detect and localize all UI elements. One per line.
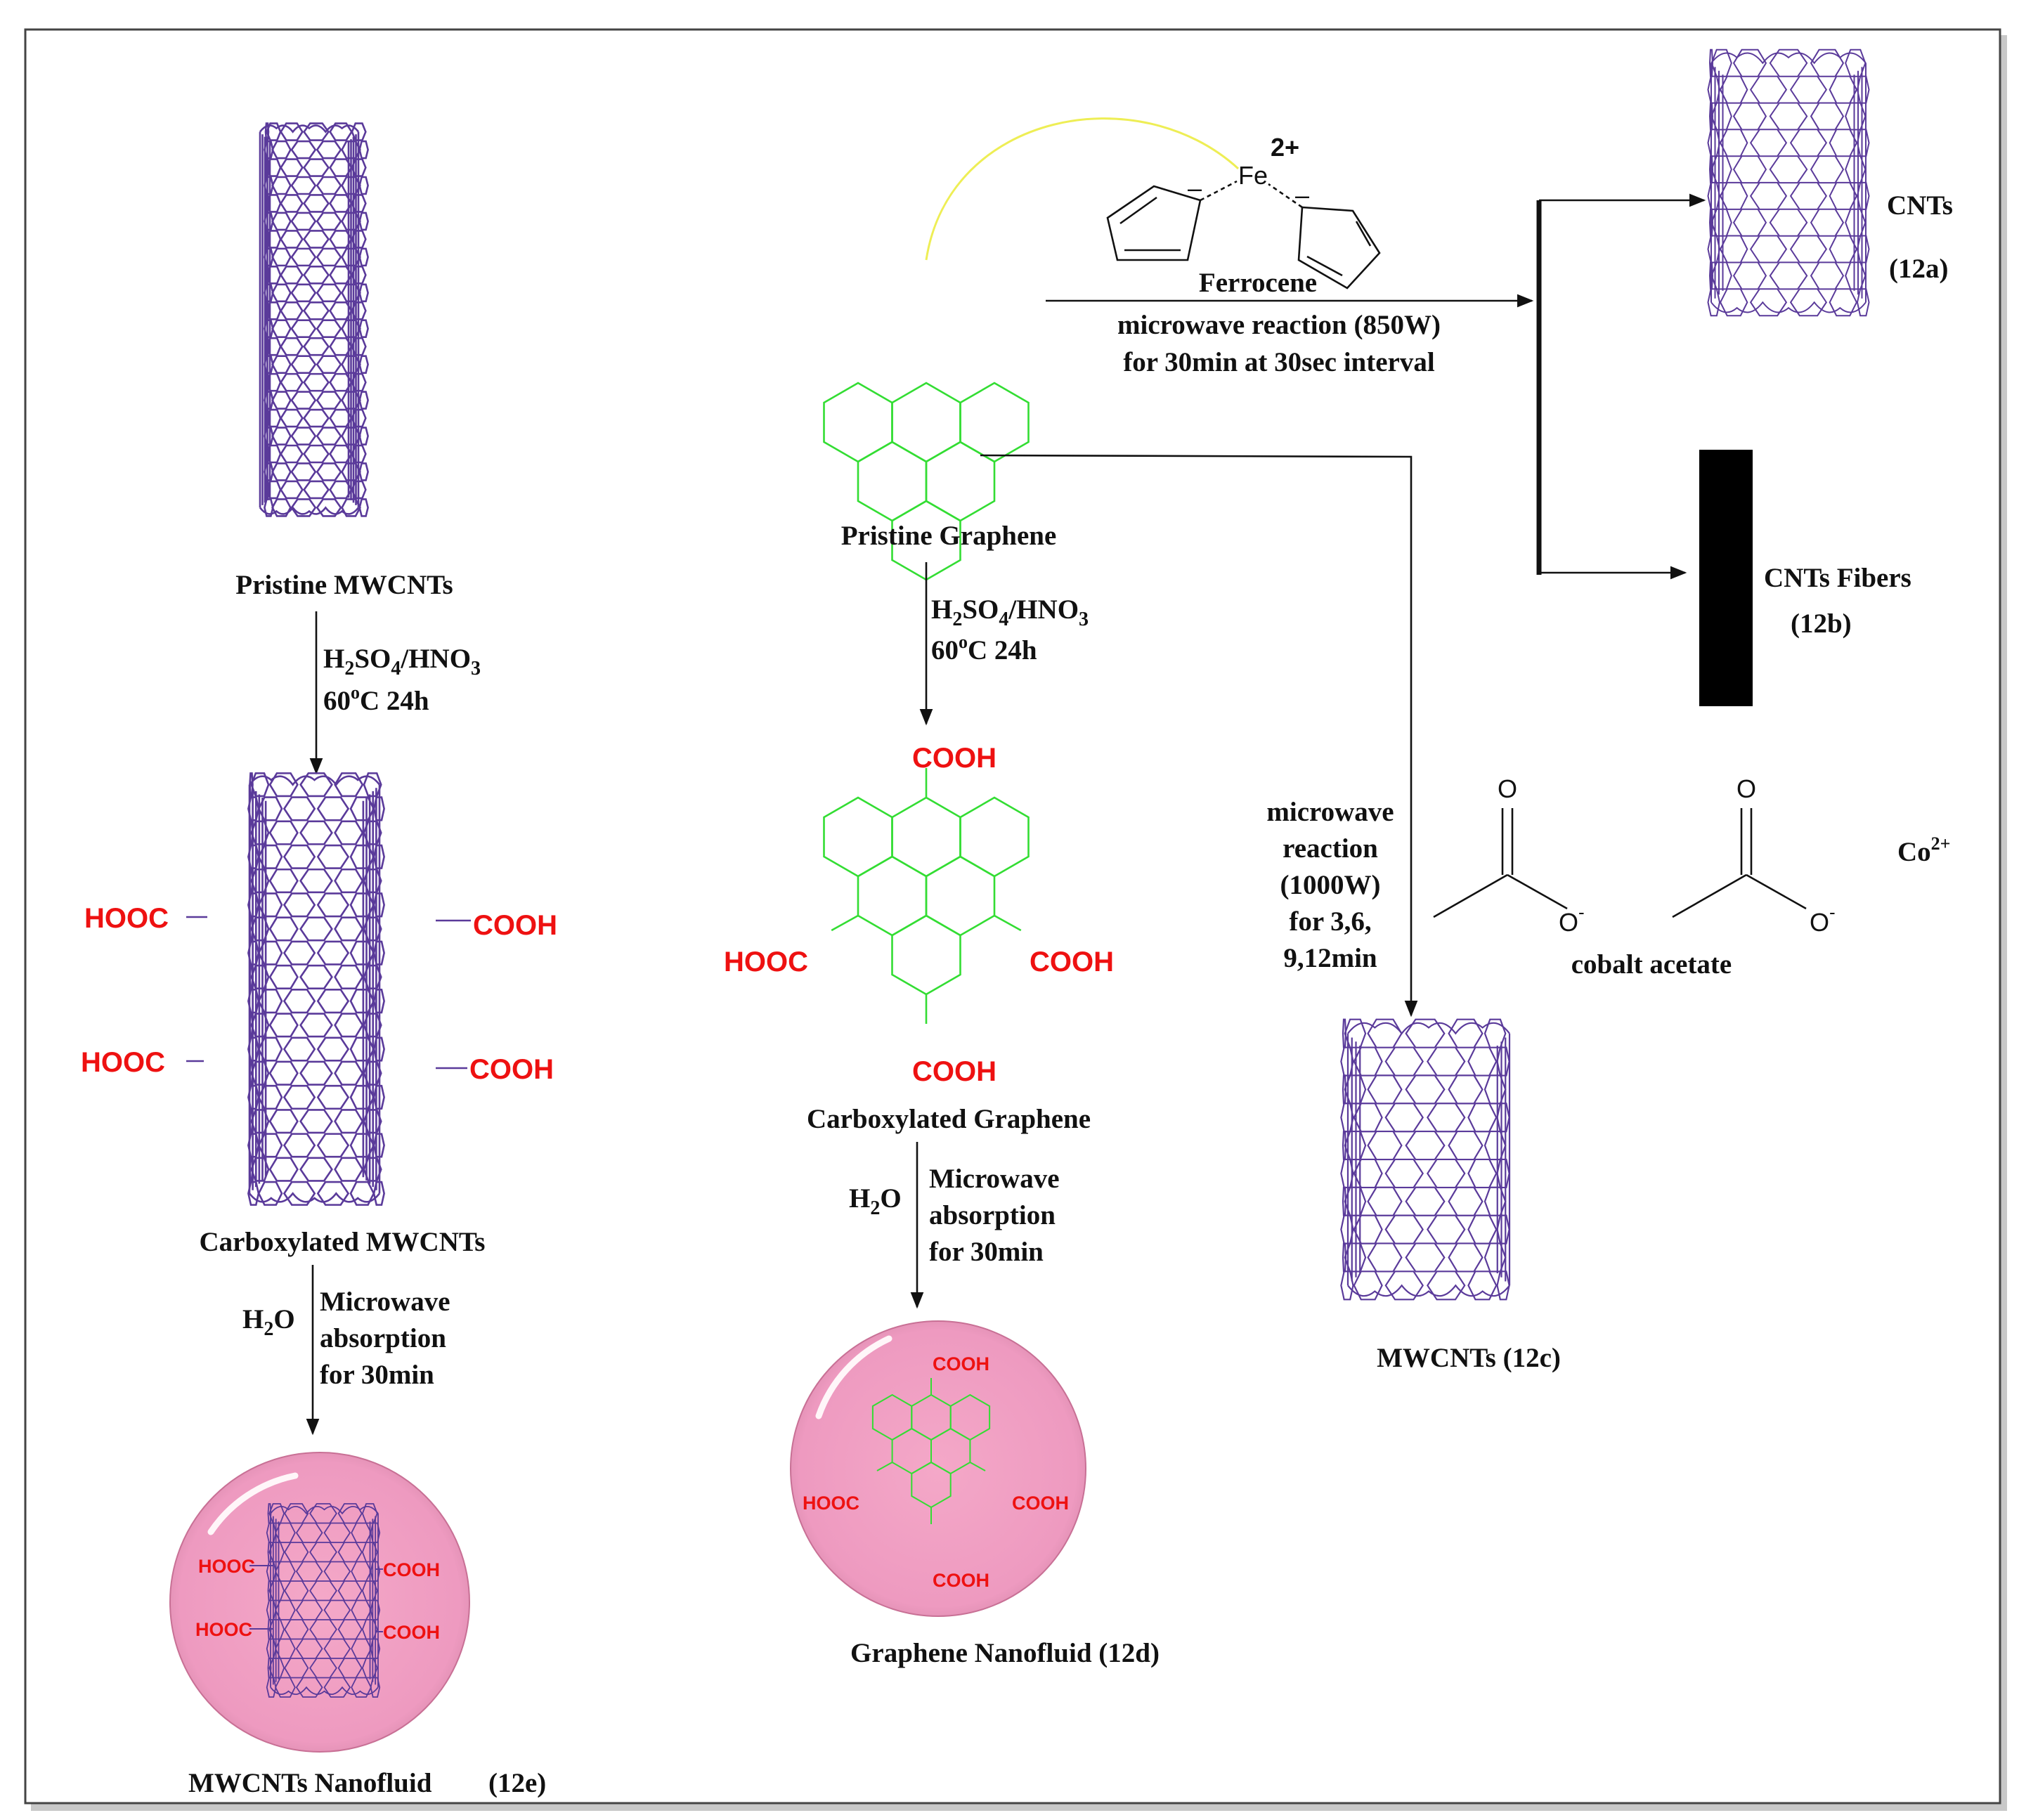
cooh-label: COOH: [933, 1570, 989, 1591]
o-atom: O: [1498, 774, 1517, 803]
pristine-graphene-label: Pristine Graphene: [841, 521, 1057, 551]
mw1000-condition: reaction: [1283, 833, 1378, 864]
carboxylated-graphene: [823, 768, 1030, 1024]
o-minus-atom: O-: [1559, 902, 1585, 937]
mw1000-condition: 9,12min: [1283, 943, 1377, 973]
cooh-label: COOH: [1012, 1493, 1069, 1514]
cnts-fibers-code: (12b): [1791, 609, 1852, 639]
o-atom: O: [1736, 774, 1756, 803]
mw-absorption-mid: Microwave: [929, 1164, 1060, 1194]
mwcnts-12c: [1340, 1018, 1511, 1301]
carboxylated-graphene-label: Carboxylated Graphene: [807, 1104, 1091, 1134]
mwcnts-nanofluid-code: (12e): [488, 1768, 546, 1798]
mw850-condition: microwave reaction (850W): [1117, 310, 1441, 340]
fe-charge: 2+: [1271, 133, 1299, 162]
cooh-label: COOH: [1030, 947, 1114, 977]
cooh-label: COOH: [912, 743, 996, 774]
cooh-label: COOH: [912, 1056, 996, 1087]
cnts-fibers-label: CNTs Fibers: [1764, 563, 1911, 593]
nanofluid-mwcnt: [266, 1503, 381, 1698]
fe-atom: Fe: [1238, 161, 1268, 190]
cobalt-ion: Co2+: [1897, 833, 1951, 867]
nanofluid-graphene: [871, 1378, 991, 1524]
water-condition-mid: H2O: [849, 1183, 902, 1219]
mw-absorption-mid: for 30min: [929, 1237, 1044, 1267]
cnts-fiber-bar: [1699, 450, 1753, 706]
water-condition-left: H2O: [242, 1304, 295, 1340]
hooc-label: HOOC: [803, 1493, 859, 1514]
mwcnts-nanofluid-label: MWCNTs Nanofluid: [188, 1768, 432, 1798]
cp-charge-2: –: [1295, 181, 1309, 209]
hooc-label: HOOC: [724, 947, 808, 977]
ferrocene-label: Ferrocene: [1199, 268, 1317, 298]
acid-condition-left: H2SO4/HNO3: [323, 644, 481, 680]
mw-absorption-left: Microwave: [320, 1287, 450, 1317]
graphene-nanofluid-label: Graphene Nanofluid (12d): [850, 1638, 1160, 1668]
mw1000-condition: for 3,6,: [1289, 906, 1371, 937]
cooh-label: COOH: [933, 1353, 989, 1374]
acid-condition-mid: H2SO4/HNO3: [931, 594, 1089, 630]
mw850-condition: for 30min at 30sec interval: [1123, 347, 1435, 377]
cnts-12a: [1707, 48, 1870, 317]
mw1000-condition: microwave: [1266, 797, 1394, 827]
temp-condition-left: 60oC 24h: [323, 682, 429, 716]
mwcnt-nanofluid-droplet: [169, 1452, 470, 1753]
hooc-label: HOOC: [198, 1556, 255, 1577]
carboxylated-mwcnts-label: Carboxylated MWCNTs: [200, 1227, 486, 1257]
hooc-label: HOOC: [195, 1619, 252, 1640]
cooh-label: COOH: [473, 910, 557, 941]
pristine-mwcnts-label: Pristine MWCNTs: [235, 570, 453, 600]
temp-condition-mid: 60oC 24h: [931, 632, 1037, 665]
mwcnts-12c-label: MWCNTs (12c): [1377, 1343, 1561, 1373]
hooc-label: HOOC: [84, 903, 169, 934]
ferrocene-molecule: [1106, 180, 1381, 290]
acetate-structure: [1433, 808, 1807, 918]
cooh-label: COOH: [383, 1622, 440, 1643]
mw-absorption-mid: absorption: [929, 1200, 1056, 1230]
o-minus-atom: O-: [1810, 902, 1836, 937]
pristine-mwcnt: [259, 122, 369, 517]
cobalt-acetate-label: cobalt acetate: [1571, 949, 1732, 980]
cp-charge-1: –: [1188, 174, 1202, 202]
graphene-nanofluid-droplet: [790, 1320, 1086, 1617]
mw-absorption-left: absorption: [320, 1323, 446, 1353]
cooh-label: COOH: [383, 1559, 440, 1580]
cooh-label: COOH: [469, 1054, 554, 1085]
cnts-label: CNTs: [1887, 190, 1953, 221]
mw-absorption-left: for 30min: [320, 1360, 434, 1390]
mw1000-condition: (1000W): [1280, 870, 1381, 900]
hooc-label: HOOC: [81, 1047, 165, 1078]
carboxylated-mwcnt: [247, 772, 385, 1206]
arrow-to-mwcnt-12c: [980, 454, 1418, 1018]
cnts-code: (12a): [1889, 254, 1948, 284]
ferrocene-link: [925, 117, 1240, 261]
